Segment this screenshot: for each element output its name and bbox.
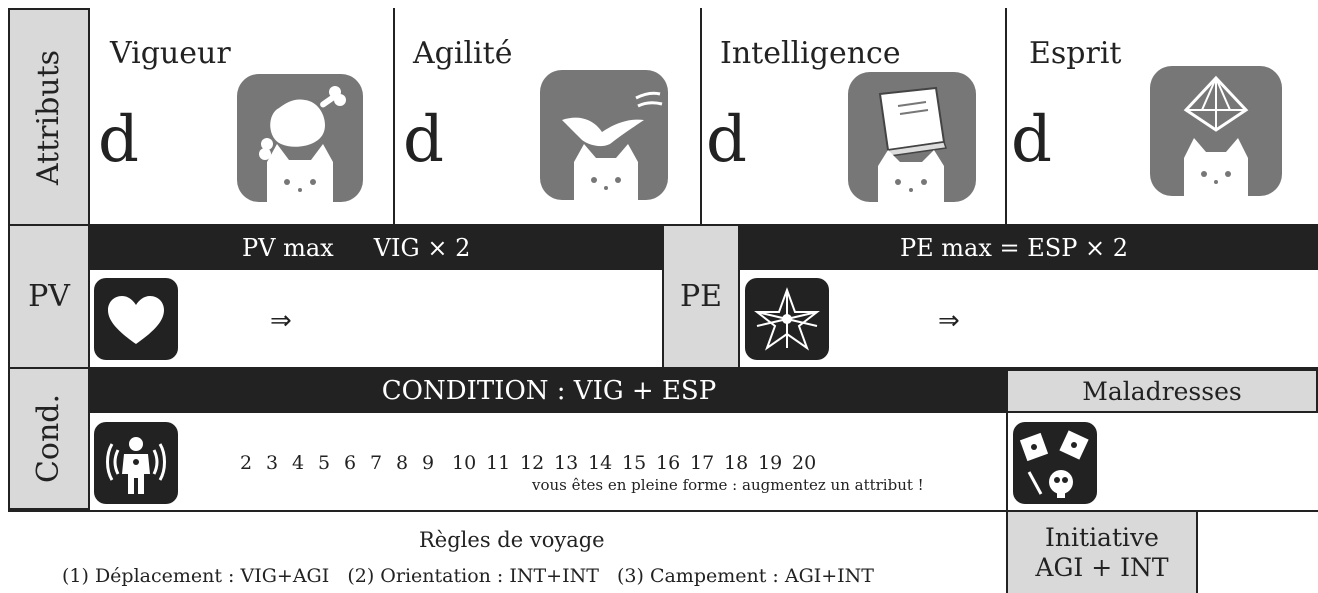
pe-tab: PE — [662, 224, 740, 369]
initiative-formula: AGI + INT — [1035, 552, 1169, 582]
attribute-esprit: Esprit d — [1007, 8, 1318, 224]
pv-bottom-divider — [88, 367, 1318, 369]
condition-track-value: 11 — [486, 452, 511, 474]
travel-rules-title: Règles de voyage — [419, 528, 605, 552]
pv-formula-bar: PV max VIG × 2 — [90, 226, 664, 270]
condition-track-value: 12 — [520, 452, 545, 474]
bird-cat-icon — [540, 70, 668, 200]
attribute-die: d — [1011, 103, 1052, 177]
pv-formula-name: PV max — [242, 234, 334, 262]
travel-rules-line: (1) Déplacement : VIG+AGI (2) Orientatio… — [62, 565, 874, 587]
condition-track-value: 15 — [622, 452, 647, 474]
pe-formula-bar: PE max = ESP × 2 — [740, 226, 1318, 270]
condition-track-value: 4 — [292, 452, 305, 474]
initiative-box: Initiative AGI + INT — [1006, 510, 1198, 593]
pv-label: PV — [28, 279, 70, 314]
pv-tab: PV — [8, 224, 90, 369]
pe-arrow: ⇒ — [938, 306, 960, 336]
condition-track-value: 13 — [554, 452, 579, 474]
condition-track-value: 9 — [422, 452, 435, 474]
condition-track-value: 3 — [266, 452, 279, 474]
condition-bottom-divider — [8, 510, 1318, 512]
condition-title-bar: CONDITION : VIG + ESP — [90, 369, 1008, 413]
initiative-label: Initiative — [1045, 522, 1159, 552]
heart-icon — [94, 278, 178, 360]
condition-track-value: 14 — [588, 452, 613, 474]
attribute-die: d — [706, 103, 747, 177]
condition-track-value: 2 — [240, 452, 253, 474]
maladresses-label: Maladresses — [1082, 376, 1242, 406]
pe-label: PE — [679, 279, 723, 314]
condition-track-value: 5 — [318, 452, 331, 474]
pv-arrow: ⇒ — [270, 306, 292, 336]
attribute-die: d — [98, 103, 139, 177]
maladresses-divider — [1006, 369, 1008, 512]
attribute-name: Agilité — [413, 36, 513, 71]
attribute-name: Intelligence — [720, 36, 901, 71]
star-icon — [745, 278, 829, 360]
book-cat-icon — [848, 72, 976, 202]
meat-cat-icon — [237, 74, 363, 202]
condition-track-value: 7 — [370, 452, 383, 474]
attributes-section-label: Attributs — [31, 49, 67, 185]
pv-formula: VIG × 2 — [373, 234, 471, 262]
attribute-agilite: Agilité d — [395, 8, 700, 224]
dice-skull-icon — [1013, 422, 1097, 504]
condition-label: Cond. — [31, 393, 67, 484]
attr-divider-3 — [1005, 8, 1007, 224]
attribute-intelligence: Intelligence d — [702, 8, 1005, 224]
condition-track-value: 19 — [758, 452, 783, 474]
attr-divider-2 — [700, 8, 702, 224]
attribute-vigueur: Vigueur d — [90, 8, 393, 224]
condition-track-value: 16 — [656, 452, 681, 474]
crystal-cat-icon — [1150, 66, 1282, 196]
condition-tab: Cond. — [8, 367, 90, 510]
attribute-name: Esprit — [1029, 36, 1122, 71]
attribute-name: Vigueur — [110, 36, 231, 71]
condition-note: vous êtes en pleine forme : augmentez un… — [532, 476, 924, 494]
condition-track-value: 6 — [344, 452, 357, 474]
maladresses-header: Maladresses — [1006, 369, 1318, 413]
pe-formula: PE max = ESP × 2 — [900, 234, 1129, 262]
condition-track-value: 8 — [396, 452, 409, 474]
body-pain-icon — [94, 422, 178, 504]
attributes-tab: Attributs — [8, 8, 90, 226]
condition-track-value: 18 — [724, 452, 749, 474]
condition-track-value: 10 — [452, 452, 477, 474]
condition-track-value: 17 — [690, 452, 715, 474]
condition-track-value: 20 — [792, 452, 817, 474]
attr-divider-1 — [393, 8, 395, 224]
condition-title: CONDITION : VIG + ESP — [381, 376, 717, 406]
attribute-die: d — [403, 103, 444, 177]
